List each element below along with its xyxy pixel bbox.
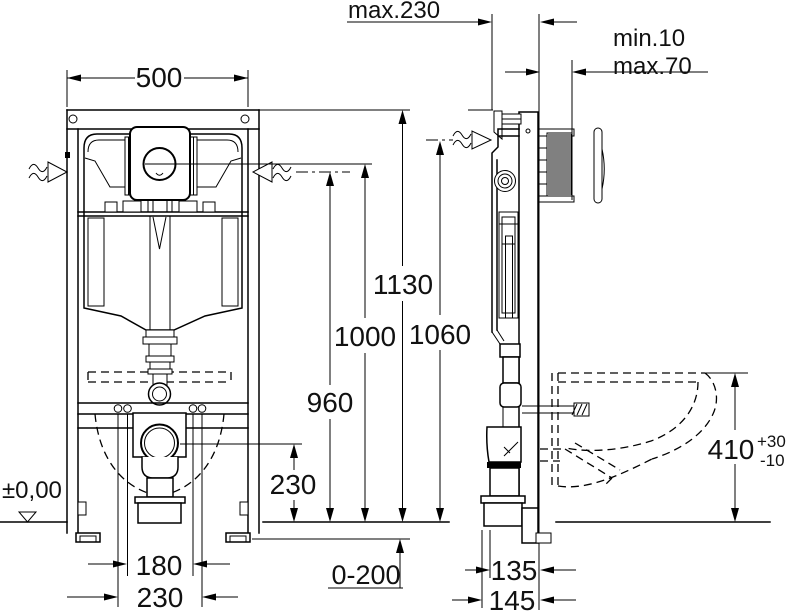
dim-supply-height-label: 1060 (409, 319, 471, 350)
ext-depth (491, 14, 573, 200)
tank-slot-left (87, 217, 105, 307)
tab-2 (202, 201, 216, 213)
dim-water-height-label: 960 (307, 387, 354, 418)
flush-valve-notch (155, 172, 164, 176)
datum-label: ±0,00 (2, 477, 62, 504)
dim-max-depth-label: max.230 (348, 0, 440, 24)
flush-pipe (149, 216, 171, 330)
dim-finish-min-label: min.10 (613, 25, 685, 52)
tab-lug-left (122, 200, 142, 213)
crossbar-upper (77, 211, 249, 217)
squiggle-right (272, 163, 292, 182)
frame-feet (75, 532, 251, 543)
ext-500 (66, 70, 249, 107)
dim-span-wide-label: 230 (137, 582, 184, 613)
bolt-outer-left (113, 404, 123, 413)
bolt-inner-left (123, 404, 132, 413)
side-view (480, 14, 718, 610)
pipe-stub (147, 200, 173, 212)
dim-frame-height-label: 1130 (373, 269, 433, 300)
dim-line-0-200 (328, 551, 403, 589)
squiggle-side (452, 130, 472, 149)
mold-mark (65, 152, 70, 158)
dim-actuator-height-label: 1000 (334, 321, 396, 352)
dim-finish-max-label: max.70 (613, 53, 692, 80)
tab-lug-right (178, 200, 198, 213)
rail-clip-left (77, 501, 87, 516)
tab-1 (104, 201, 118, 213)
rail-hole (525, 128, 531, 134)
bolt-outer-right (197, 404, 207, 413)
side-foot (535, 532, 552, 544)
actuation-plate (593, 127, 603, 204)
water-supply-arrows (28, 130, 493, 183)
floor-lines (0, 511, 771, 540)
datum-triangle (17, 511, 38, 523)
top-screw-right (240, 114, 250, 124)
dim-bowl-tol-plus-label: +30 (757, 432, 786, 451)
dim-span-narrow-label: 180 (136, 550, 183, 581)
dim-foot-adjust-label: 0-200 (331, 560, 400, 590)
wall-bracket (493, 110, 503, 141)
side-screw-boss-3 (501, 177, 509, 185)
mounting-rod (522, 402, 590, 417)
side-leg (521, 507, 539, 544)
squiggle-left (28, 163, 48, 182)
rail-clip-right (239, 501, 249, 516)
dim-socket-wall-label: 145 (489, 585, 536, 613)
tank-shoulders (84, 157, 242, 188)
wall-finish-block (538, 128, 575, 203)
side-rail (518, 111, 539, 523)
outlet-socket (137, 502, 182, 524)
outlet-neck (146, 477, 174, 498)
dim-bowl-height-label: 410 (708, 434, 755, 465)
cistern-tank-outline (83, 133, 243, 331)
dim-outlet-height-label: 230 (270, 469, 317, 500)
side-flush-mechanism (498, 211, 519, 319)
dim-frame-width-label: 500 (136, 62, 183, 93)
supply-arrow-right (251, 161, 273, 183)
outlet-flange (134, 496, 186, 504)
fixing-rod-lines (117, 414, 203, 607)
hidden-wc-bowl (540, 372, 718, 489)
flush-pipe-stack (142, 329, 178, 406)
dim-bowl-tol-minus-label: -10 (760, 451, 785, 470)
top-screw-left (68, 114, 78, 124)
tank-inner-top (87, 139, 239, 153)
outlet-circle (140, 423, 179, 463)
side-flush-bend (480, 329, 526, 527)
dim-outlet-wall-label: 135 (491, 555, 538, 586)
actuation-plate-bump (601, 148, 605, 190)
bolt-inner-right (188, 404, 198, 413)
outlet-bend (141, 456, 179, 479)
side-screw-boss-2 (497, 173, 513, 189)
supply-arrow-left (47, 161, 69, 183)
frame-rails (66, 109, 260, 534)
supply-arrow-side (471, 130, 493, 150)
side-cistern-profile (491, 128, 520, 333)
front-view (65, 109, 260, 607)
tank-slot-right (221, 217, 239, 307)
